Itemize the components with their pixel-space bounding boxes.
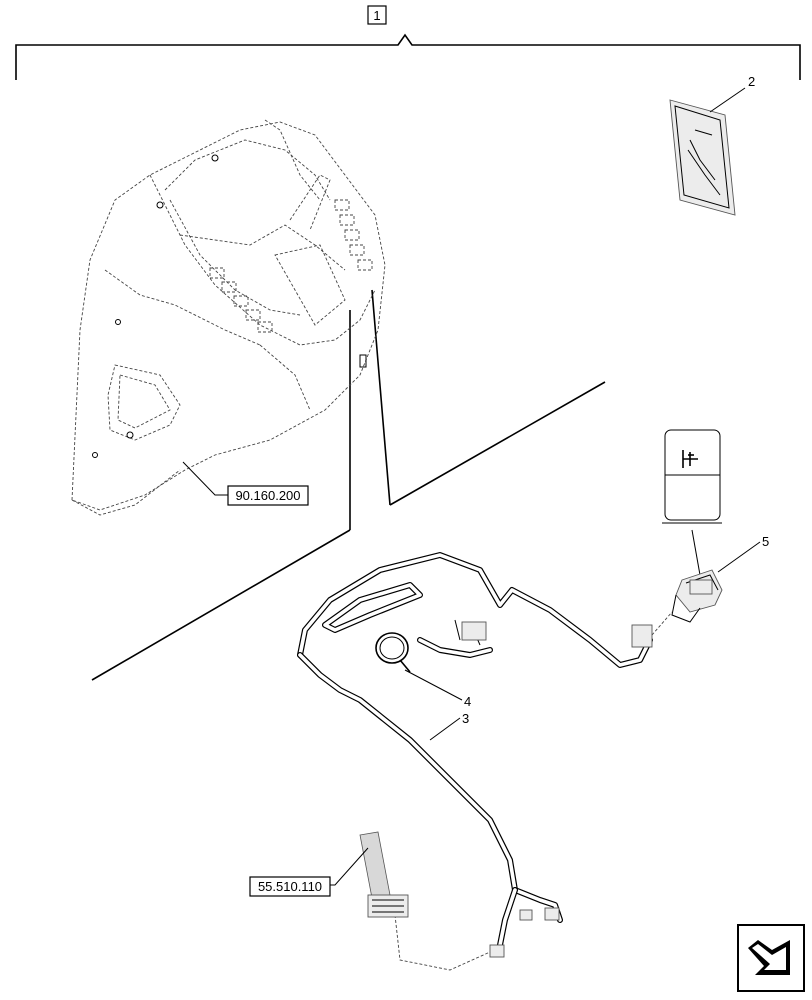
harness-callout-number: 3 — [462, 711, 469, 726]
manual-callout-number: 2 — [748, 74, 755, 89]
separator-lines — [91, 289, 606, 681]
nav-arrow-icon[interactable] — [737, 924, 805, 992]
assembly-item-callout[interactable]: 1 — [367, 5, 387, 25]
switch-callout-number: 5 — [762, 534, 769, 549]
switch-blank-row-right — [334, 199, 373, 271]
strap-callout[interactable]: 4 — [404, 669, 471, 709]
strap-callout-number: 4 — [464, 694, 471, 709]
assembly-item-number: 1 — [373, 8, 380, 23]
harness-ref-callout[interactable]: 55.510.110 — [249, 847, 369, 897]
switch-callout[interactable]: 5 — [717, 534, 769, 573]
main-harness-stub[interactable] — [359, 831, 409, 918]
assembly-bracket — [15, 33, 801, 80]
cover-ref-label: 90.160.200 — [235, 488, 300, 503]
wiring-harness[interactable] — [297, 552, 673, 971]
rocker-switch[interactable] — [671, 529, 723, 623]
manual-callout[interactable]: 2 — [709, 74, 755, 113]
switch-symbol-panel — [662, 429, 722, 524]
cover-ref-callout[interactable]: 90.160.200 — [182, 461, 309, 506]
harness-callout[interactable]: 3 — [429, 711, 469, 741]
operator-manual[interactable] — [669, 99, 736, 216]
dashboard-cover[interactable] — [71, 119, 386, 516]
switch-blank-row-left — [209, 267, 273, 333]
harness-ref-label: 55.510.110 — [258, 879, 322, 894]
cable-strap[interactable] — [375, 632, 411, 673]
switch-symbol-icon — [682, 450, 698, 468]
